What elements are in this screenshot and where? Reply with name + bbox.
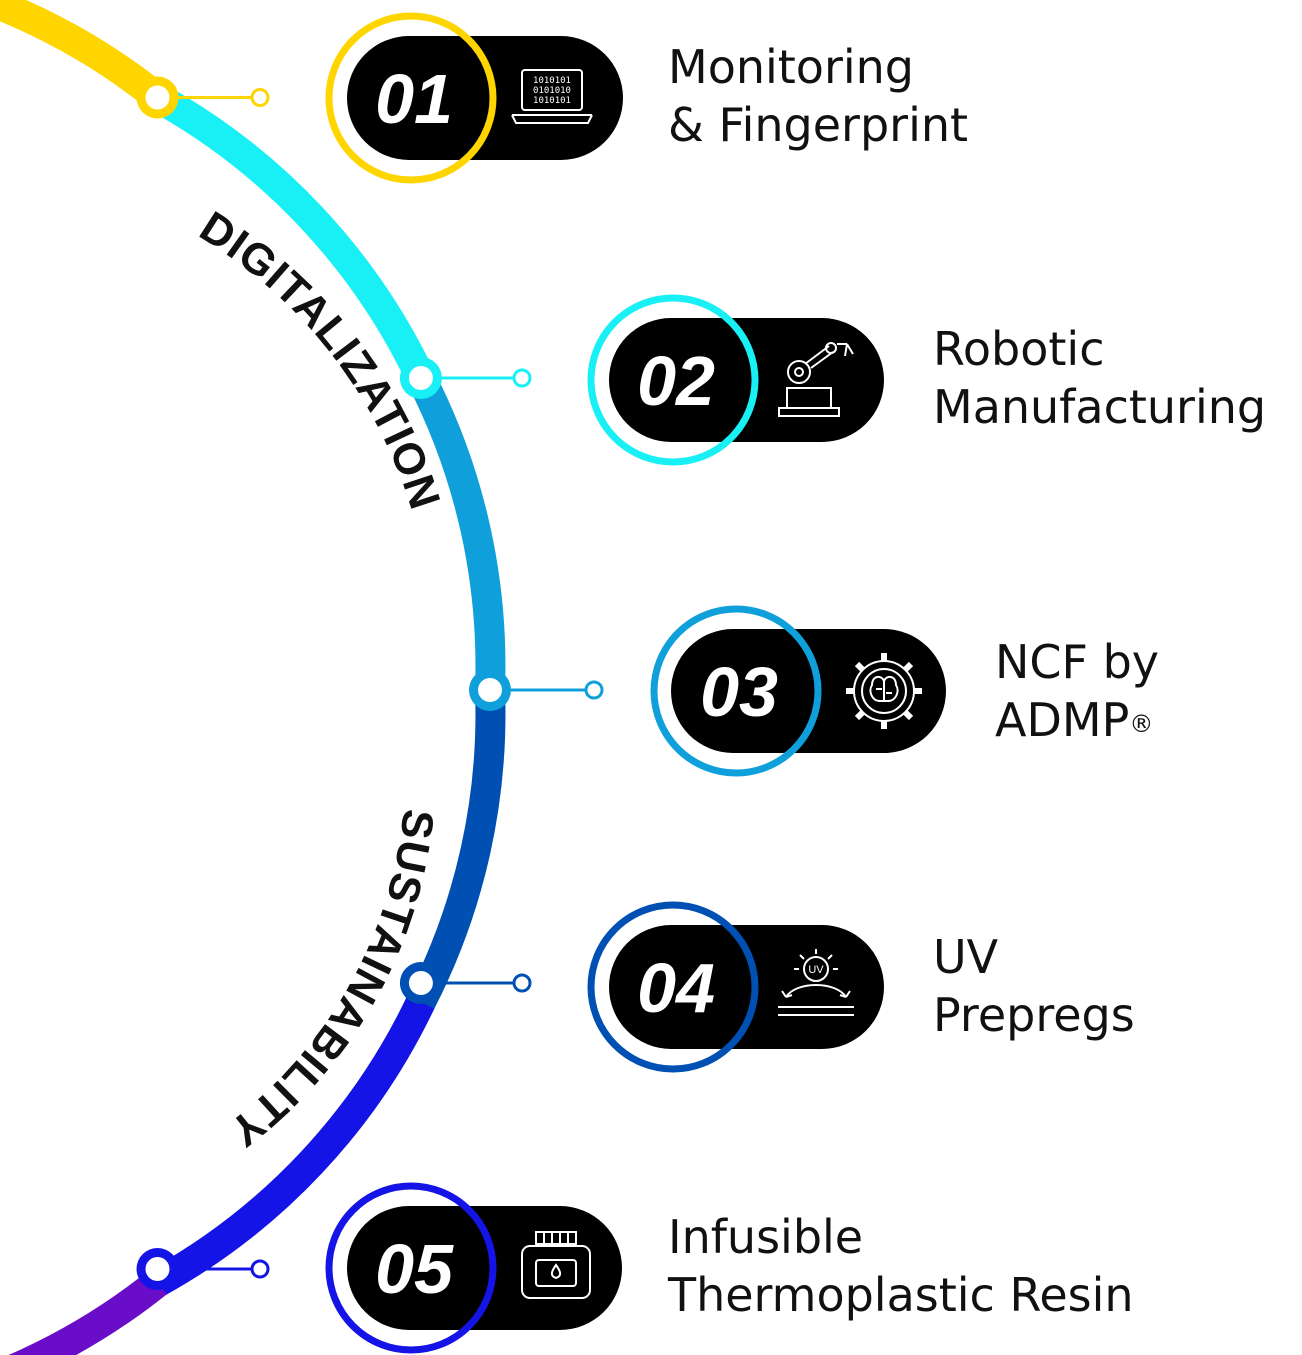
item-label-05: Infusible Thermoplastic Resin xyxy=(668,1208,1134,1324)
svg-text:UV: UV xyxy=(808,964,824,976)
resin-jar-icon xyxy=(521,1231,591,1299)
item-label-03: NCF by ADMP® xyxy=(995,633,1159,749)
item-pill xyxy=(671,629,946,753)
arc-segment-yellow xyxy=(0,0,167,110)
item-label-02: Robotic Manufacturing xyxy=(933,320,1266,436)
number-ring xyxy=(650,605,822,777)
svg-text:1010101: 1010101 xyxy=(533,96,571,106)
arc-segment-royal-blue xyxy=(150,995,435,1296)
connector-end-dot xyxy=(250,1259,270,1279)
item-pill xyxy=(609,925,884,1049)
connector-end-dot xyxy=(512,368,532,388)
uv-curing-icon: UV xyxy=(778,949,854,1016)
number-ring xyxy=(587,294,759,466)
number-ring xyxy=(587,901,759,1073)
item-02: 02 xyxy=(399,294,884,466)
arc-segment-light-blue xyxy=(407,371,506,691)
arc-segment-cyan xyxy=(150,84,435,385)
item-label-line2: Manufacturing xyxy=(933,380,1267,434)
item-label-line1: UV xyxy=(933,930,999,984)
item-05: 05 xyxy=(136,1182,622,1354)
item-label-line1: NCF by xyxy=(995,635,1160,689)
gear-brain-icon xyxy=(846,653,922,729)
item-label-line1: Infusible xyxy=(668,1210,864,1264)
item-label-line2-wrap: ADMP® xyxy=(995,691,1159,749)
item-number: 02 xyxy=(637,342,715,420)
arc-segment-mid-blue xyxy=(407,689,506,1009)
item-number: 04 xyxy=(637,949,715,1027)
registered-mark: ® xyxy=(1129,710,1154,738)
connector-end-dot xyxy=(584,680,604,700)
item-label-04: UV Prepregs xyxy=(933,928,1135,1044)
item-03: 03 xyxy=(469,605,946,777)
item-label-line1: Robotic xyxy=(933,322,1105,376)
item-label-line2: Prepregs xyxy=(933,988,1135,1042)
connector-end-dot xyxy=(250,88,270,107)
item-label-line2: ADMP xyxy=(995,693,1130,747)
item-label-line1: Monitoring xyxy=(668,40,914,94)
connector-end-dot xyxy=(512,973,532,993)
item-pill xyxy=(609,318,884,442)
item-label-line2: & Fingerprint xyxy=(668,98,969,152)
svg-text:0101010: 0101010 xyxy=(533,86,571,96)
arc-segment-purple xyxy=(8,1270,167,1355)
item-01: 01 1010101 0101010 1010101 xyxy=(136,12,623,184)
item-04: 04 UV xyxy=(399,901,884,1073)
item-pill xyxy=(347,36,623,160)
item-label-line2: Thermoplastic Resin xyxy=(668,1268,1134,1322)
item-number: 01 xyxy=(375,60,453,138)
robotic-arm-icon xyxy=(778,342,854,417)
svg-text:1010101: 1010101 xyxy=(533,76,571,86)
number-ring xyxy=(325,1182,497,1354)
number-ring xyxy=(325,12,497,184)
item-number: 05 xyxy=(375,1230,454,1308)
item-label-01: Monitoring & Fingerprint xyxy=(668,38,968,154)
item-number: 03 xyxy=(700,653,778,731)
laptop-binary-icon: 1010101 0101010 1010101 xyxy=(511,69,593,124)
